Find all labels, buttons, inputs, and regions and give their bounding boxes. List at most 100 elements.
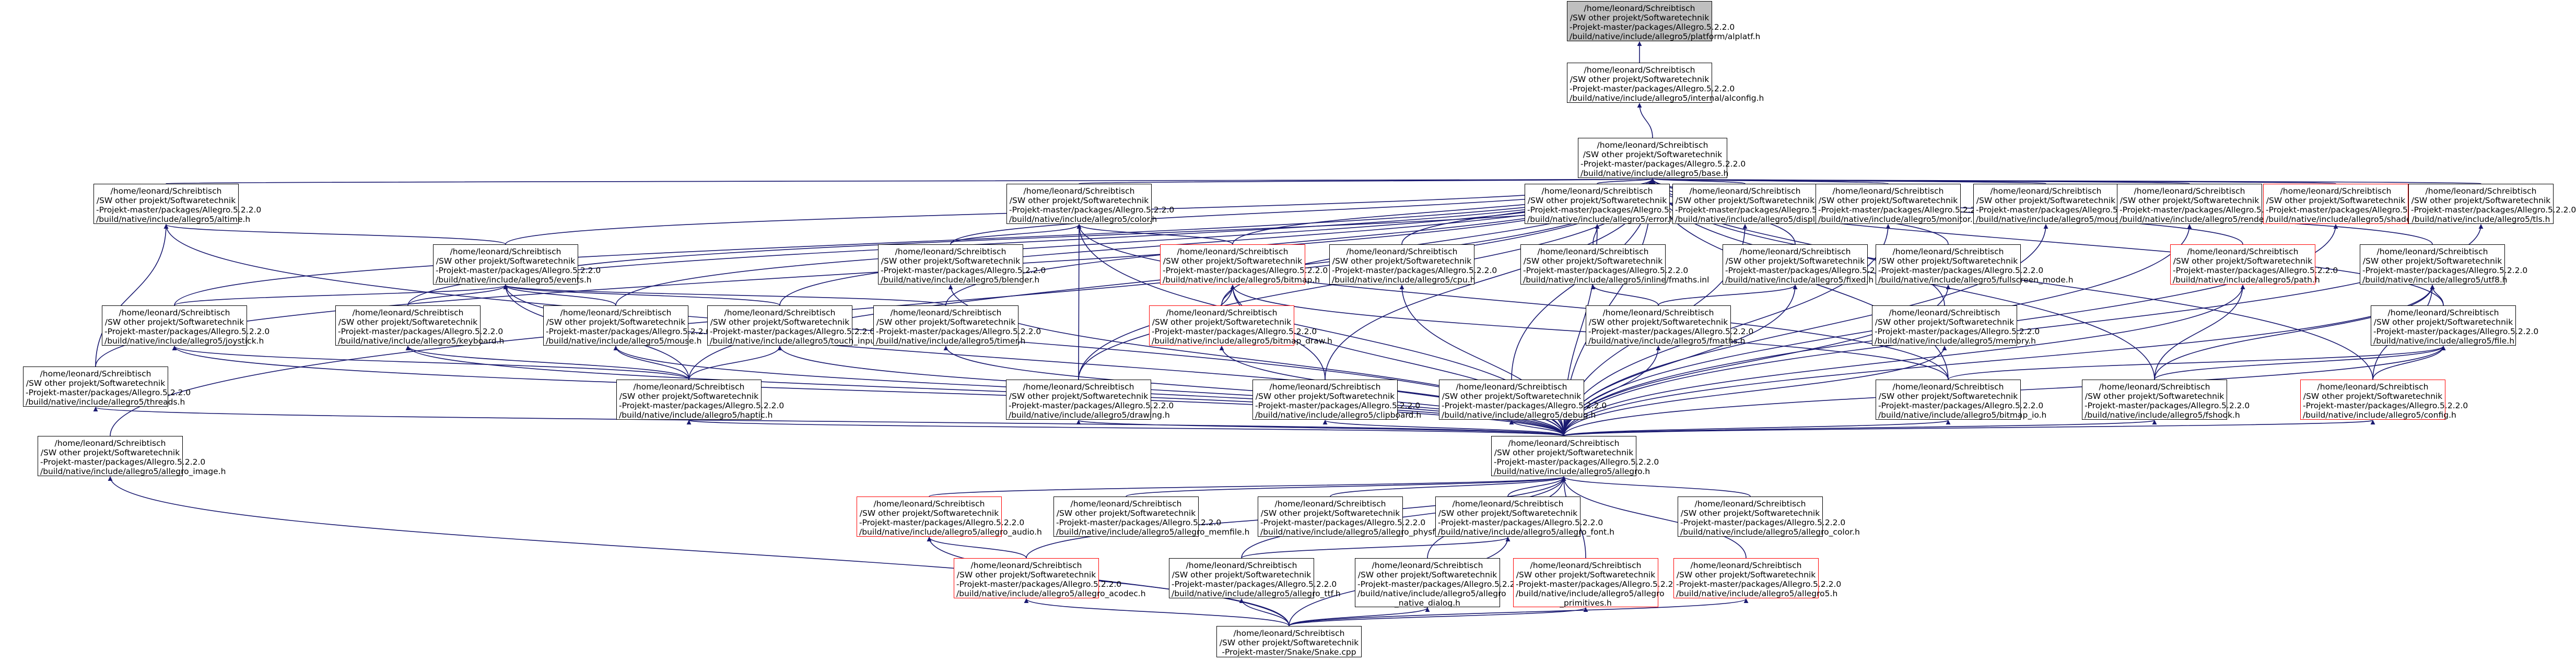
include-edge (2372, 346, 2446, 380)
node-label: /build/native/include/allegro5/platform/… (1570, 32, 1761, 41)
node-label: /home/leonard/Schreibtisch (1892, 382, 2004, 392)
node-allegro-audio-h[interactable]: /home/leonard/Schreibtisch/SW other proj… (857, 496, 1042, 537)
node-allegro-h[interactable]: /home/leonard/Schreibtisch/SW other proj… (1491, 436, 1659, 476)
include-edge (405, 346, 689, 380)
node-file-h[interactable]: /home/leonard/Schreibtisch/SW other proj… (2371, 305, 2538, 346)
node-label: /SW other projekt/Softwaretechnik (1516, 570, 1656, 580)
node-joystick-h[interactable]: /home/leonard/Schreibtisch/SW other proj… (102, 305, 270, 346)
node-utf8-h[interactable]: /home/leonard/Schreibtisch/SW other proj… (2360, 244, 2528, 285)
node-fmaths-h[interactable]: /home/leonard/Schreibtisch/SW other proj… (1586, 305, 1753, 346)
node-color-h[interactable]: /home/leonard/Schreibtisch/SW other proj… (1006, 184, 1174, 224)
node-cpu-h[interactable]: /home/leonard/Schreibtisch/SW other proj… (1329, 244, 1497, 285)
node-shader-h[interactable]: /home/leonard/Schreibtisch/SW other proj… (2263, 184, 2431, 224)
node-alconfig-h[interactable]: /home/leonard/Schreibtisch/SW other proj… (1567, 63, 1764, 103)
node-allegro-primitives-h[interactable]: /home/leonard/Schreibtisch/SW other proj… (1513, 558, 1681, 608)
node-config-h[interactable]: /home/leonard/Schreibtisch/SW other proj… (2300, 380, 2468, 420)
node-label: /SW other projekt/Softwaretechnik (1675, 196, 1815, 205)
node-label: /SW other projekt/Softwaretechnik (710, 317, 850, 327)
node-error-h[interactable]: /home/leonard/Schreibtisch/SW other proj… (1525, 184, 1692, 224)
node-label: -Projekt-master/packages/Allegro.5.2.2.0 (1009, 401, 1174, 410)
node-label: /build/native/include/allegro5/blender.h (881, 275, 1040, 285)
node-label: -Projekt-master/packages/Allegro.5.2.2.0 (956, 580, 1122, 589)
node-mouse-cursor-h[interactable]: /home/leonard/Schreibtisch/SW other proj… (1973, 184, 2160, 224)
node-label: -Projekt-master/packages/Allegro.5.2.2.0 (1570, 22, 1735, 32)
node-label: /SW other projekt/Softwaretechnik (1588, 317, 1728, 327)
include-edge (1289, 607, 1588, 626)
node-fullscreen-mode-h[interactable]: /home/leonard/Schreibtisch/SW other proj… (1876, 244, 2074, 285)
node-bitmap-io-h[interactable]: /home/leonard/Schreibtisch/SW other proj… (1876, 380, 2047, 420)
node-haptic-h[interactable]: /home/leonard/Schreibtisch/SW other proj… (616, 380, 784, 420)
node-blender-h[interactable]: /home/leonard/Schreibtisch/SW other proj… (878, 244, 1046, 285)
node-label: /build/native/include/allegro5/debug.h (1442, 410, 1596, 420)
node-altime-h[interactable]: /home/leonard/Schreibtisch/SW other proj… (93, 184, 261, 224)
node-label: /build/native/include/allegro5/threads.h (26, 397, 185, 407)
node-label: /build/native/include/allegro5/path.h (2173, 275, 2320, 285)
node-fixed-h[interactable]: /home/leonard/Schreibtisch/SW other proj… (1723, 244, 1890, 285)
node-label: -Projekt-master/packages/Allegro.5.2.2.0 (40, 457, 206, 467)
node-label: -Projekt-master/packages/Allegro.5.2.2.0 (1976, 205, 2141, 215)
node-mouse-h[interactable]: /home/leonard/Schreibtisch/SW other proj… (543, 305, 711, 346)
node-fmaths-inl[interactable]: /home/leonard/Schreibtisch/SW other proj… (1520, 244, 1709, 285)
node-label: /SW other projekt/Softwaretechnik (2120, 196, 2259, 205)
node-label: /build/native/include/allegro5/allegro (1516, 589, 1665, 598)
node-label: -Projekt-master/packages/Allegro.5.2.2.0 (2303, 401, 2468, 410)
include-edge (927, 537, 1290, 626)
node-events-h[interactable]: /home/leonard/Schreibtisch/SW other proj… (433, 244, 601, 285)
node-monitor-h[interactable]: /home/leonard/Schreibtisch/SW other proj… (1816, 184, 1983, 224)
node-bitmap-h[interactable]: /home/leonard/Schreibtisch/SW other proj… (1160, 244, 1328, 285)
node-allegro-color-h[interactable]: /home/leonard/Schreibtisch/SW other proj… (1678, 496, 1860, 537)
node-label: /home/leonard/Schreibtisch (1269, 382, 1381, 392)
node-label: -Projekt-master/packages/Allegro.5.2.2.0 (876, 327, 1041, 336)
node-label: /home/leonard/Schreibtisch (1584, 65, 1695, 75)
node-label: /home/leonard/Schreibtisch (2280, 186, 2392, 196)
node-label: /build/native/include/allegro5/allegro_i… (40, 467, 226, 476)
node-label: /build/native/include/allegro5/allegro_a… (859, 527, 1042, 537)
node-label: /home/leonard/Schreibtisch (352, 308, 464, 317)
node-label: /home/leonard/Schreibtisch (1689, 186, 1801, 196)
node-label: /build/native/include/allegro5/events.h (436, 275, 592, 285)
node-label: /home/leonard/Schreibtisch (1832, 186, 1944, 196)
node-label: /home/leonard/Schreibtisch (560, 308, 672, 317)
node-allegro-native-dialog-h[interactable]: /home/leonard/Schreibtisch/SW other proj… (1355, 558, 1523, 608)
node-label: /build/native/include/allegro5/utf8.h (2362, 275, 2508, 285)
node-label: /build/native/include/allegro5/internal/… (1570, 93, 1764, 103)
node-tls-h[interactable]: /home/leonard/Schreibtisch/SW other proj… (2408, 184, 2576, 224)
node-label: /build/native/include/allegro5/bitmap_io… (1878, 410, 2047, 420)
node-label: -Projekt-master/packages/Allegro.5.2.2.0 (2411, 205, 2576, 215)
node-label: /SW other projekt/Softwaretechnik (1332, 256, 1472, 266)
include-edge (1322, 420, 1564, 436)
node-display-h[interactable]: /home/leonard/Schreibtisch/SW other proj… (1672, 184, 1840, 224)
node-label: -Projekt-master/Snake/Snake.cpp (1222, 647, 1356, 657)
node-clipboard-h[interactable]: /home/leonard/Schreibtisch/SW other proj… (1252, 380, 1421, 420)
node-snake-cpp[interactable]: /home/leonard/Schreibtisch/SW other proj… (1216, 626, 1362, 657)
node-allegro-image-h[interactable]: /home/leonard/Schreibtisch/SW other proj… (38, 436, 226, 476)
node-label: /SW other projekt/Softwaretechnik (2411, 196, 2551, 205)
node-allegro-font-h[interactable]: /home/leonard/Schreibtisch/SW other proj… (1435, 496, 1614, 537)
node-bitmap-draw-h[interactable]: /home/leonard/Schreibtisch/SW other proj… (1149, 305, 1332, 346)
node-label: /home/leonard/Schreibtisch (1023, 382, 1134, 392)
node-keyboard-h[interactable]: /home/leonard/Schreibtisch/SW other proj… (335, 305, 504, 346)
node-label: /build/native/include/allegro5/allegro_p… (1260, 527, 1447, 537)
node-render-state-h[interactable]: /home/leonard/Schreibtisch/SW other proj… (2117, 184, 2300, 224)
node-allegro5-h[interactable]: /home/leonard/Schreibtisch/SW other proj… (1673, 558, 1841, 598)
node-fshook-h[interactable]: /home/leonard/Schreibtisch/SW other proj… (2082, 380, 2250, 420)
node-allegro-physfs-h[interactable]: /home/leonard/Schreibtisch/SW other proj… (1258, 496, 1447, 537)
include-edge (1658, 285, 1798, 306)
node-label: /SW other projekt/Softwaretechnik (436, 256, 576, 266)
node-debug-h[interactable]: /home/leonard/Schreibtisch/SW other proj… (1439, 380, 1607, 420)
node-allegro-ttf-h[interactable]: /home/leonard/Schreibtisch/SW other proj… (1169, 558, 1341, 598)
node-label: /home/leonard/Schreibtisch (1739, 247, 1851, 256)
node-timer-h[interactable]: /home/leonard/Schreibtisch/SW other proj… (873, 305, 1041, 346)
node-threads-h[interactable]: /home/leonard/Schreibtisch/SW other proj… (23, 367, 191, 407)
include-edge (174, 285, 508, 306)
node-label: -Projekt-master/packages/Allegro.5.2.2.0 (2362, 266, 2528, 275)
node-touch-input-h[interactable]: /home/leonard/Schreibtisch/SW other proj… (707, 305, 886, 346)
node-base-h[interactable]: /home/leonard/Schreibtisch/SW other proj… (1578, 138, 1746, 178)
include-edge (1289, 607, 1430, 626)
node-memory-h[interactable]: /home/leonard/Schreibtisch/SW other proj… (1872, 305, 2040, 346)
node-allegro-acodec-h[interactable]: /home/leonard/Schreibtisch/SW other proj… (954, 558, 1146, 598)
node-path-h[interactable]: /home/leonard/Schreibtisch/SW other proj… (2170, 244, 2338, 285)
node-drawing-h[interactable]: /home/leonard/Schreibtisch/SW other proj… (1006, 380, 1174, 420)
node-label: /home/leonard/Schreibtisch (1166, 308, 1278, 317)
node-allegro-memfile-h[interactable]: /home/leonard/Schreibtisch/SW other proj… (1053, 496, 1250, 537)
